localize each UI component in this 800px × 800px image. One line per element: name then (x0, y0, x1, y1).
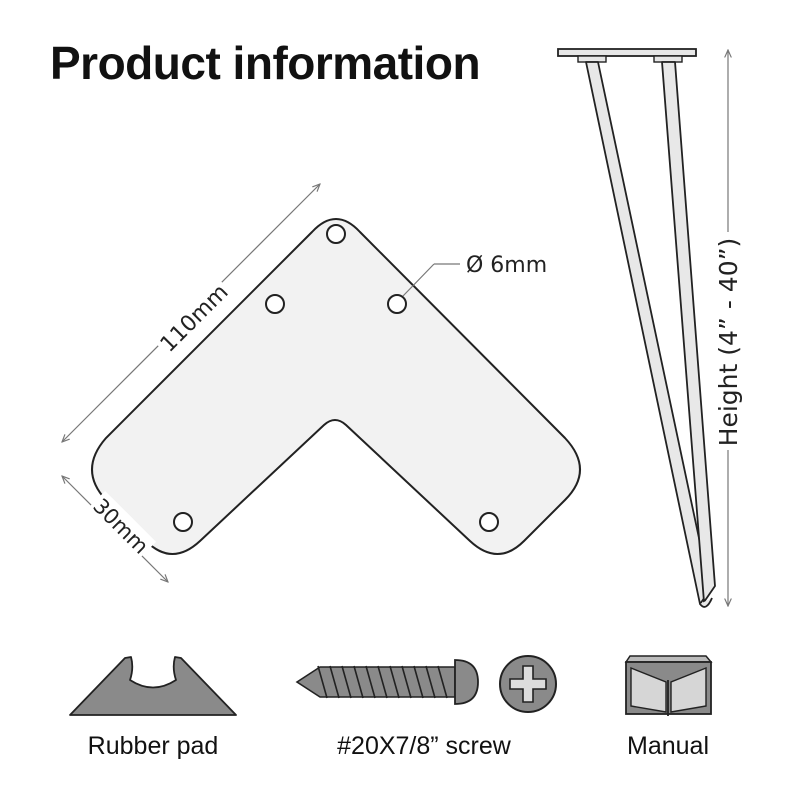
screw-label: #20X7/8” screw (337, 732, 511, 760)
height-label: Height (4” - 40”) (714, 238, 743, 447)
screw-head-icon (499, 655, 557, 713)
leg-rod (661, 61, 716, 603)
mounting-hole (326, 224, 346, 244)
mounting-hole (173, 512, 193, 532)
mounting-hole (265, 294, 285, 314)
mounting-plate (91, 218, 581, 555)
leg-top-plate (557, 48, 697, 57)
hole-callout-leader (402, 263, 435, 297)
screw-icon (295, 659, 479, 705)
rubber-pad-icon (69, 656, 237, 716)
height-label-backdrop (711, 232, 745, 450)
mounting-hole (479, 512, 499, 532)
hairpin-leg (557, 48, 716, 608)
hole-diameter-label: Ø 6mm (466, 253, 547, 278)
width-label-backdrop (83, 490, 157, 564)
manual-icon (624, 655, 713, 716)
leg-bottom-bend (699, 597, 713, 608)
page-title: Product information (50, 37, 481, 89)
manual-label: Manual (627, 732, 709, 760)
length-label-backdrop (151, 275, 239, 363)
mounting-hole (387, 294, 407, 314)
rubber-pad-label: Rubber pad (87, 732, 219, 760)
